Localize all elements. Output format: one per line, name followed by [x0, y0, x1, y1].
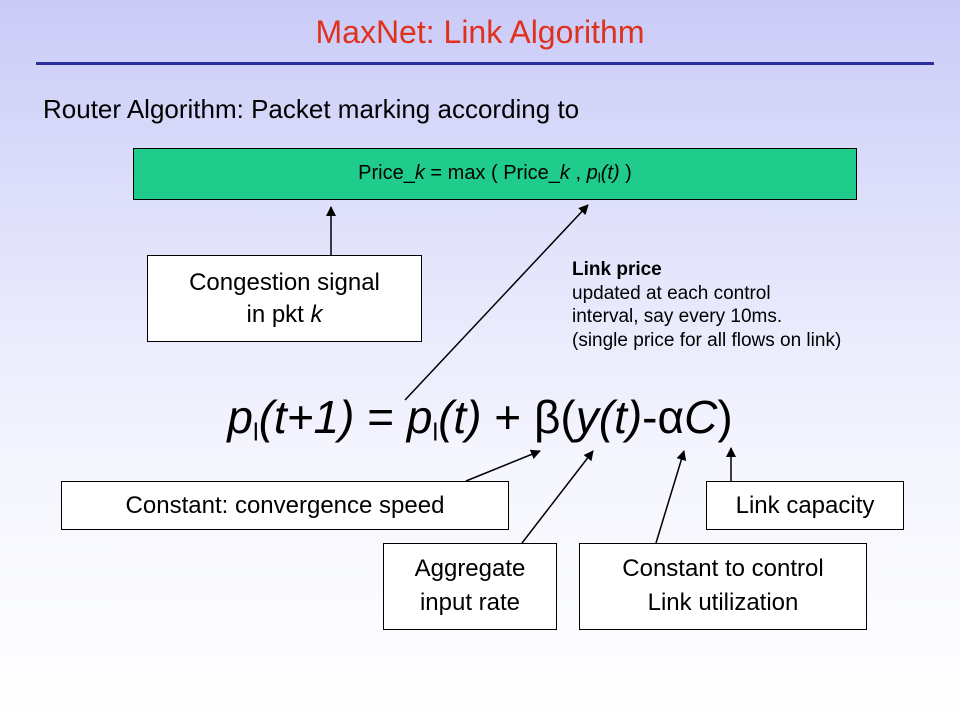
congestion-signal-box: Congestion signal in pkt k: [147, 255, 422, 342]
link-capacity-box: Link capacity: [706, 481, 904, 530]
arrow-to-y: [521, 450, 594, 544]
eq-p1: p: [227, 391, 253, 443]
price-update-box: Price_k = max ( Price_k , pl(t) ): [133, 148, 857, 200]
eq-arg1: (t+1): [258, 391, 355, 443]
link-price-line2: interval, say every 10ms.: [572, 306, 783, 327]
eq-y: y: [575, 391, 599, 443]
congestion-line1: Congestion signal: [189, 269, 380, 296]
arrow-to-beta: [465, 449, 541, 482]
price-subscript: l: [597, 170, 601, 186]
link-price-line1: updated at each control: [572, 282, 771, 304]
congestion-line2: in pkt k: [246, 301, 323, 328]
convergence-speed-box: Constant: convergence speed: [61, 481, 509, 530]
eq-close: ): [717, 391, 733, 443]
eq-sub1: l: [252, 418, 259, 447]
eq-beta: β: [533, 391, 561, 443]
arrow-to-alpha: [655, 450, 687, 544]
eq-capacity: C: [684, 391, 718, 443]
slide-subtitle: Router Algorithm: Packet marking accordi…: [43, 94, 580, 124]
eq-equals: =: [354, 391, 407, 443]
eq-sub2: l: [432, 418, 439, 447]
price-update-equation: pl(t+1) = pl(t) + β(y(t)-αC): [0, 390, 960, 448]
link-price-line3: (single price for all flows on link): [572, 329, 842, 351]
aggregate-input-rate-box: Aggregate input rate: [383, 543, 557, 630]
price-formula: Price_k = max ( Price_k , pl(t) ): [358, 162, 632, 185]
price-arg: (t): [600, 162, 620, 185]
price-var: Price_k: [358, 162, 425, 185]
eq-plus: +: [481, 391, 534, 443]
utilization-constant-box: Constant to control Link utilization: [579, 543, 867, 630]
title-rule: [36, 62, 934, 65]
aggregate-line1: Aggregate: [414, 555, 526, 582]
slide-title: MaxNet: Link Algorithm: [315, 14, 645, 50]
link-price-title: Link price: [572, 259, 662, 280]
price-close: ): [619, 162, 632, 185]
alpha-line1: Constant to control: [622, 555, 824, 582]
eq-p2: p: [406, 391, 433, 443]
arrow-equation-to-price: [404, 204, 589, 401]
eq-minus: -: [642, 391, 658, 443]
eq-arg2: (t): [438, 391, 482, 443]
eq-open: (: [560, 391, 576, 443]
alpha-line2: Link utilization: [647, 589, 799, 616]
price-max: = max ( Price_k , p: [424, 162, 598, 185]
aggregate-line2: input rate: [419, 589, 521, 616]
eq-alpha: α: [657, 391, 685, 443]
link-price-note: Link price updated at each control inter…: [572, 258, 841, 352]
eq-yarg: (t): [598, 391, 643, 443]
